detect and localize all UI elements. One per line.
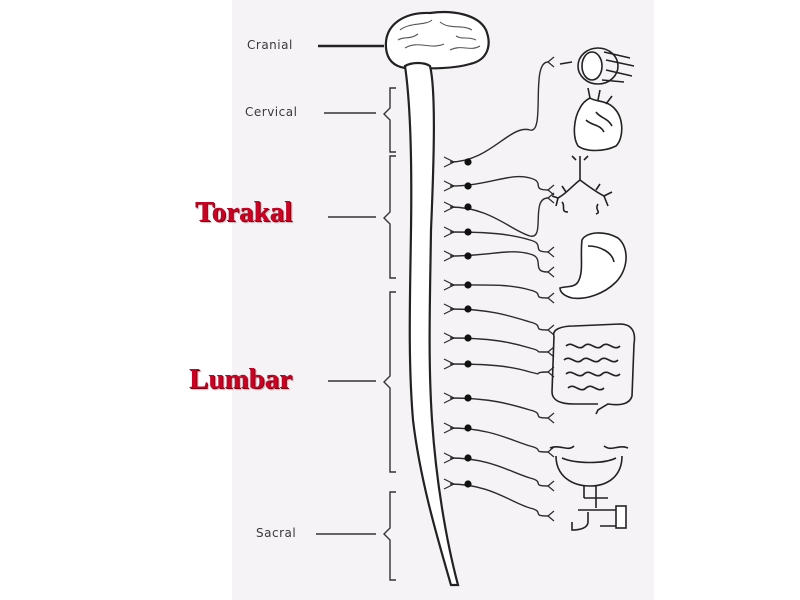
nerve-fiber [449,397,549,419]
bladder-icon [549,445,629,498]
lungs-bronchi-icon [551,155,613,215]
eye-icon [559,47,635,85]
ganglion-dot [464,305,472,313]
ganglion-dot [464,454,472,462]
nerve-root [443,226,456,238]
nerve-terminal [547,56,555,68]
ganglion-dot [464,480,472,488]
ganglion-dot [464,182,472,190]
nerve-fiber [449,483,549,517]
nerve-fiber [449,284,549,299]
nerve-fiber [449,175,549,191]
cranial-label: Cranial [247,38,293,52]
nerve-root [443,180,456,192]
nerve-fiber [449,457,549,487]
sacral-label: Sacral [256,526,297,540]
cervical-label: Cervical [245,105,298,119]
nerve-root [443,332,456,344]
spinal-cord [403,61,460,587]
stomach-icon [559,232,627,300]
nerve-root [443,303,456,315]
nerve-terminal [547,412,555,424]
faucet-icon [571,497,627,531]
ganglion-dot [464,281,472,289]
nerve-fiber [449,308,549,331]
nerve-root [443,392,456,404]
nerve-fibers [443,56,555,522]
nerve-fiber [449,61,549,163]
nerve-fiber [449,231,549,253]
nerve-root [443,279,456,291]
ganglion-dot [464,360,472,368]
segment-brackets [383,87,396,581]
nerve-root [443,422,456,434]
brain [384,10,490,70]
nerve-fiber [449,251,549,273]
ganglion-dot [464,158,472,166]
torakal-label: Torakal [195,196,293,228]
ganglion-dot [464,252,472,260]
nerve-root [443,156,456,168]
nerve-fiber [449,337,549,353]
intestines-icon [551,323,636,415]
nerve-root [443,478,456,490]
nerve-terminal [547,480,555,492]
ganglion-dot [464,203,472,211]
nerve-terminal [547,246,555,258]
nerve-root [443,358,456,370]
nerve-root [443,452,456,464]
label-pointers [316,112,376,535]
nerve-terminal [547,266,555,278]
diagram-panel [232,0,654,600]
heart-icon [573,87,623,152]
nerve-root [443,201,456,213]
nerve-fiber [449,197,549,237]
nerve-root [443,250,456,262]
ganglion-dot [464,424,472,432]
nerve-terminal [547,192,555,204]
ganglion-dot [464,334,472,342]
nerve-terminal [547,292,555,304]
ganglion-dot [464,228,472,236]
nerve-terminal [547,510,555,522]
ganglion-dot [464,394,472,402]
nerve-fiber [449,427,549,453]
nerve-fiber [449,363,549,375]
lumbar-label: Lumbar [189,363,293,395]
